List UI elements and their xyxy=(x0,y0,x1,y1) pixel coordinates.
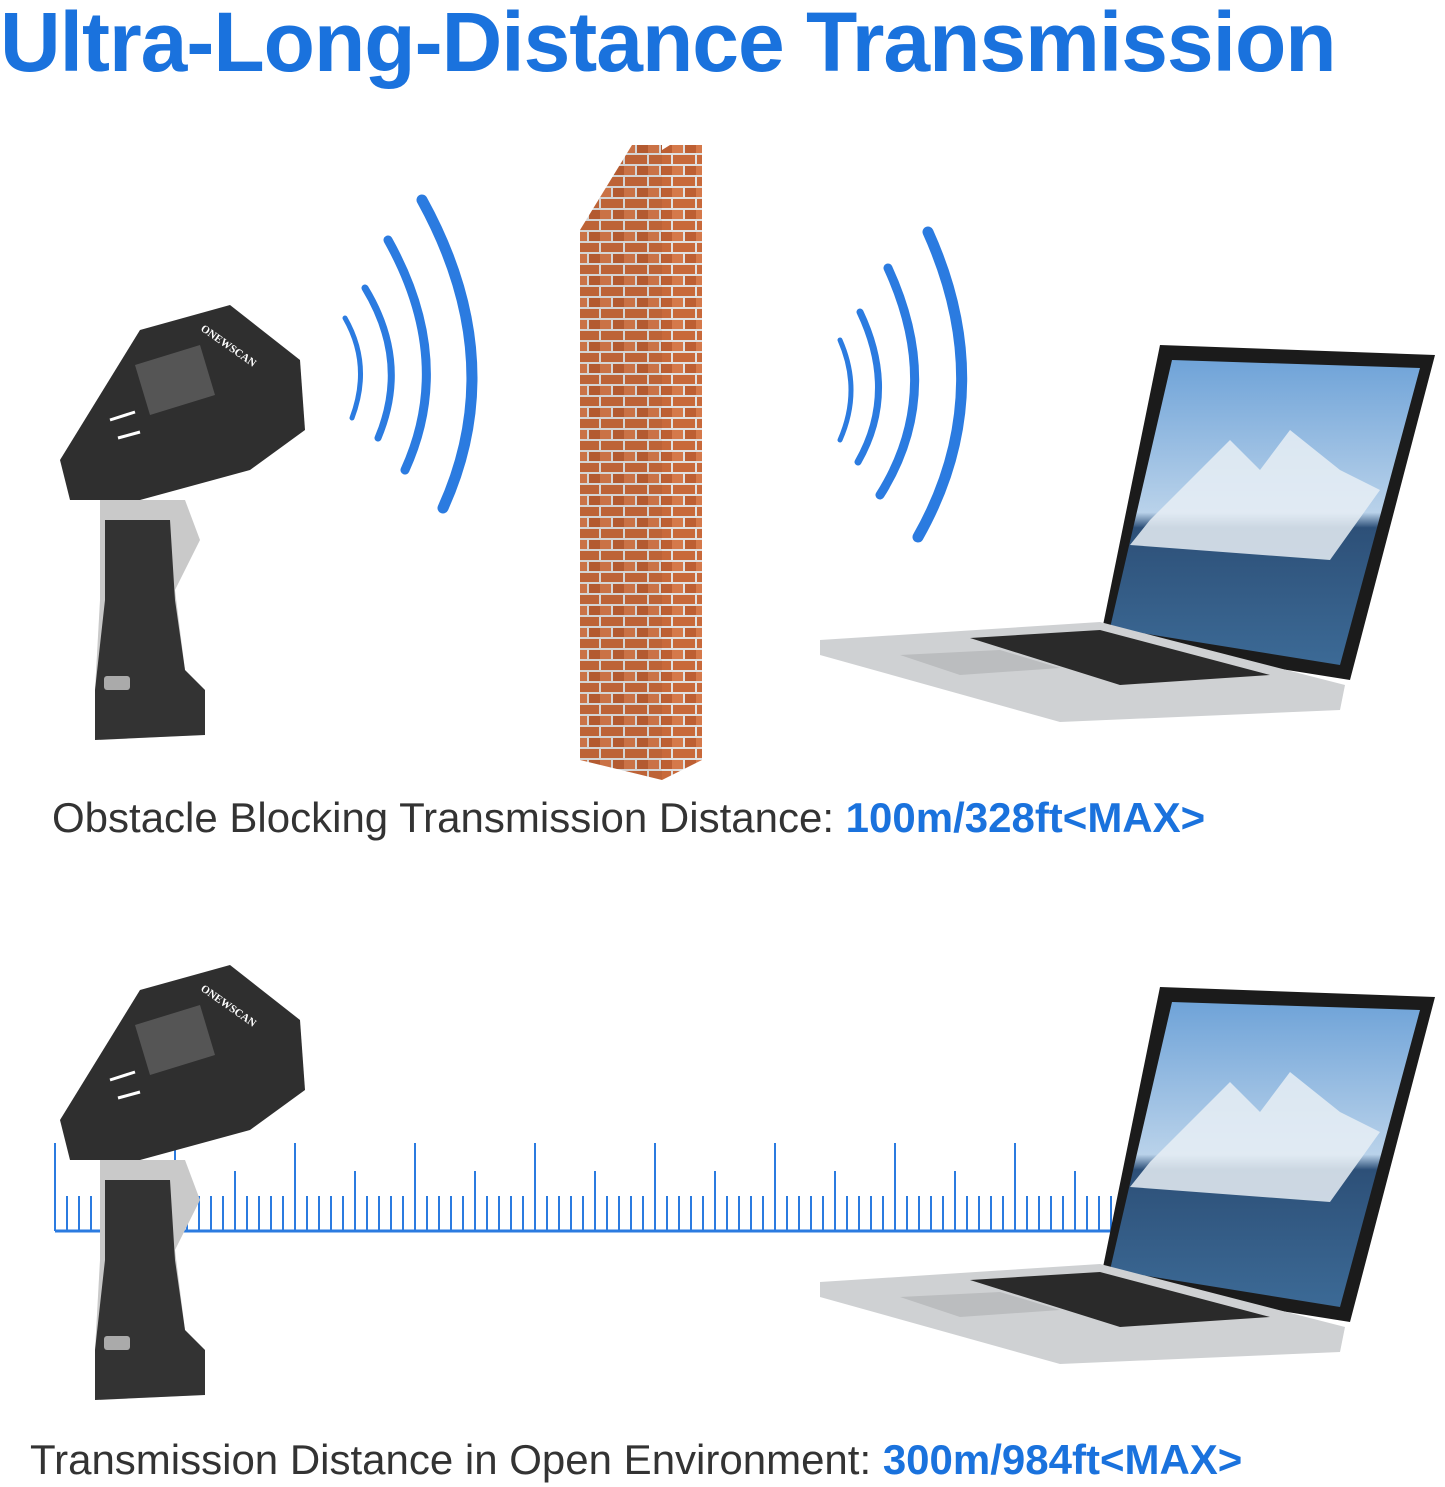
barcode-scanner-icon xyxy=(58,303,307,742)
caption-value: 100m/328ft<MAX> xyxy=(845,794,1206,841)
caption-label: Obstacle Blocking Transmission Distance: xyxy=(52,794,834,841)
wifi-waves-icon xyxy=(837,226,968,543)
page-title: Ultra-Long-Distance Transmission xyxy=(0,0,1337,89)
obstacle-distance-caption: Obstacle Blocking Transmission Distance:… xyxy=(52,794,1205,842)
laptop-icon xyxy=(820,987,1435,1364)
barcode-scanner-icon xyxy=(58,963,307,1402)
ruler-scale-icon xyxy=(54,1143,1112,1233)
caption-label: Transmission Distance in Open Environmen… xyxy=(30,1436,872,1483)
brick-wall-icon xyxy=(580,145,702,780)
open-distance-caption: Transmission Distance in Open Environmen… xyxy=(30,1436,1242,1484)
wifi-waves-icon xyxy=(342,194,478,514)
caption-value: 300m/984ft<MAX> xyxy=(882,1436,1243,1483)
